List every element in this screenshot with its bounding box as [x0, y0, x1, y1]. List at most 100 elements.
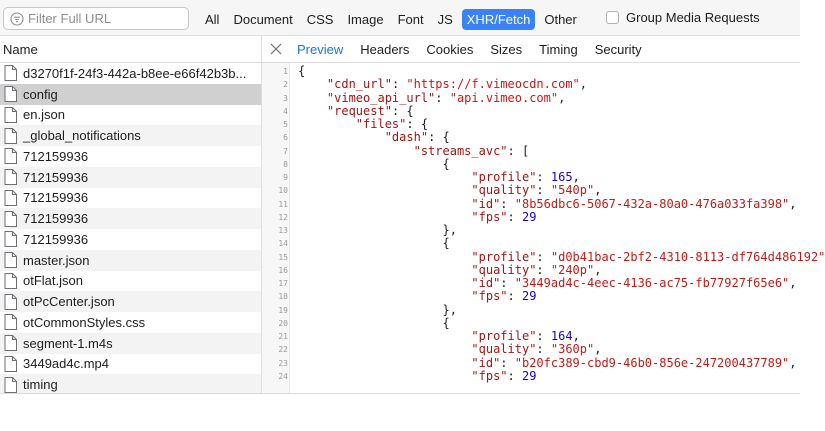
request-row[interactable]: 712159936 [0, 146, 261, 167]
tab-all[interactable]: All [205, 11, 220, 27]
name-column-header[interactable]: Name [0, 36, 261, 63]
code-text: "fps": 29 [471, 368, 537, 383]
line-number: 10 [278, 186, 288, 196]
close-icon[interactable] [269, 42, 283, 56]
code-text: { [298, 156, 450, 171]
request-row[interactable]: 712159936 [0, 166, 261, 188]
request-name: timing [23, 377, 58, 393]
document-icon [4, 127, 17, 144]
pane-divider[interactable] [261, 36, 262, 393]
code-text: "quality": "540p", [471, 183, 602, 198]
request-list: d3270f1f-24f3-442a-b8ee-e66f42b3b... conf… [0, 63, 261, 395]
line-number: 19 [278, 305, 288, 315]
line-number: 5 [283, 120, 288, 129]
tab-css[interactable]: CSS [306, 11, 334, 27]
line-number: 17 [278, 279, 288, 288]
request-row[interactable]: timing [0, 374, 261, 395]
code-line: 11 "id": "8b56dbc6-5067-432a-80a0-476a03… [262, 197, 800, 211]
code-line: 10 "quality": "540p", [262, 184, 800, 197]
group-media-label: Group Media Requests [626, 10, 760, 25]
line-number: 11 [278, 199, 288, 209]
request-name: otCommonStyles.css [23, 314, 146, 330]
line-number: 8 [283, 159, 288, 169]
request-row[interactable]: _global_notifications [0, 125, 261, 146]
group-media-checkbox[interactable] [606, 11, 619, 24]
code-line: 6 "dash": { [262, 131, 800, 144]
filter-url-box[interactable] [3, 7, 189, 30]
request-name: en.json [23, 107, 65, 123]
code-text: "profile": 164, [471, 329, 580, 343]
line-number: 13 [278, 226, 288, 235]
request-row[interactable]: 3449ad4c.mp4 [0, 353, 261, 375]
tab-xhr-fetch[interactable]: XHR/Fetch [461, 8, 536, 30]
tab-timing[interactable]: Timing [539, 41, 578, 57]
document-icon [4, 106, 17, 123]
code-text: { [298, 64, 306, 78]
document-icon [4, 355, 17, 372]
line-number: 7 [283, 146, 288, 156]
code-text: "files": { [355, 117, 429, 131]
line-number: 14 [278, 239, 288, 249]
request-row[interactable]: master.json [0, 249, 261, 271]
tab-document[interactable]: Document [233, 11, 293, 27]
filter-icon [10, 12, 24, 26]
code-line: 1{ [262, 64, 800, 78]
line-number: 1 [283, 67, 288, 76]
document-icon [4, 252, 17, 269]
tab-sizes[interactable]: Sizes [490, 41, 523, 57]
line-number: 23 [278, 358, 288, 368]
line-number: 20 [278, 318, 288, 328]
document-icon [4, 65, 17, 82]
request-row[interactable]: 712159936 [0, 208, 261, 229]
tab-security[interactable]: Security [594, 41, 642, 57]
tab-image[interactable]: Image [347, 11, 384, 27]
json-preview[interactable]: 1{2 "cdn_url": "https://f.vimeocdn.com",… [262, 63, 825, 393]
bottom-bar [0, 393, 800, 431]
request-row[interactable]: otPcCenter.json [0, 291, 261, 312]
request-row[interactable]: segment-1.m4s [0, 332, 261, 354]
filter-url-input[interactable] [28, 10, 184, 27]
document-icon [4, 376, 17, 393]
code-text: "cdn_url": "https://f.vimeocdn.com", [326, 77, 588, 92]
request-name: 712159936 [23, 190, 89, 206]
code-text: "vimeo_api_url": "api.vimeo.com", [326, 90, 566, 105]
request-name: segment-1.m4s [23, 335, 113, 351]
tab-preview[interactable]: Preview [297, 41, 344, 57]
line-number: 24 [278, 371, 288, 381]
tab-other[interactable]: Other [544, 11, 577, 27]
line-number: 6 [283, 133, 288, 143]
code-line: 18 "fps": 29 [262, 290, 800, 303]
line-number: 16 [278, 265, 288, 275]
tab-cookies[interactable]: Cookies [426, 41, 474, 57]
resource-type-tabs: All Document CSS Image Font JS XHR/Fetch Other [200, 8, 586, 30]
code-line: 3 "vimeo_api_url": "api.vimeo.com", [262, 90, 800, 105]
request-row[interactable]: otFlat.json [0, 270, 261, 292]
code-line: 4 "request": { [262, 104, 800, 118]
line-number: 15 [278, 252, 288, 262]
tab-js[interactable]: JS [437, 11, 453, 27]
tab-font[interactable]: Font [397, 11, 424, 27]
code-text: "streams_avc": [ [413, 143, 530, 158]
line-number: 3 [283, 93, 288, 103]
tab-headers[interactable]: Headers [360, 41, 410, 57]
request-row[interactable]: d3270f1f-24f3-442a-b8ee-e66f42b3b... [0, 63, 261, 84]
request-row[interactable]: en.json [0, 104, 261, 126]
request-row[interactable]: 712159936 [0, 229, 261, 250]
code-line: 24 "fps": 29 [262, 368, 800, 383]
code-text: "id": "3449ad4c-4eec-4136-ac75-fb77927f6… [471, 276, 797, 290]
line-number: 21 [278, 332, 288, 341]
request-name: 712159936 [23, 211, 89, 227]
code-line: 16 "quality": "240p", [262, 262, 800, 277]
code-text: "profile": 165, [471, 170, 580, 184]
request-row[interactable]: otCommonStyles.css [0, 312, 261, 333]
group-media-toggle[interactable]: Group Media Requests [606, 10, 760, 25]
code-line: 14 { [262, 237, 800, 250]
document-icon [4, 148, 17, 165]
request-row[interactable]: 712159936 [0, 187, 261, 209]
code-line: 7 "streams_avc": [ [262, 143, 800, 158]
request-row[interactable]: config [0, 83, 261, 105]
line-number: 2 [283, 80, 288, 90]
code-text: "quality": "240p", [471, 262, 602, 277]
request-name: config [23, 86, 58, 102]
request-name: 3449ad4c.mp4 [23, 356, 110, 372]
